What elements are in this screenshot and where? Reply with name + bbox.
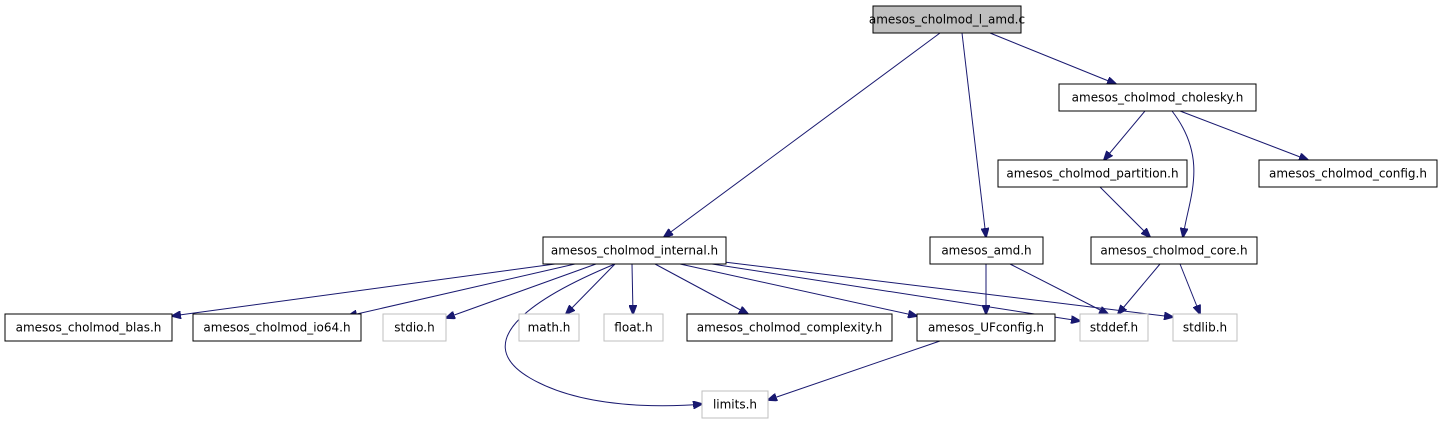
node-limits[interactable]: limits.h bbox=[701, 390, 769, 419]
node-label-blas: amesos_cholmod_blas.h bbox=[16, 321, 162, 335]
node-layer: amesos_cholmod_l_amd.c amesos_cholmod_cho… bbox=[4, 5, 1438, 419]
node-box-internal bbox=[542, 236, 727, 265]
edge-core-to-stdlib bbox=[1179, 263, 1200, 314]
edge-internal-to-float bbox=[632, 263, 633, 314]
node-label-ufconfig: amesos_UFconfig.h bbox=[928, 321, 1044, 335]
node-label-stdio: stdio.h bbox=[394, 321, 434, 335]
node-label-stddef: stddef.h bbox=[1090, 321, 1138, 335]
edge-amd-to-stddef bbox=[1009, 263, 1108, 314]
node-stddef[interactable]: stddef.h bbox=[1079, 313, 1149, 342]
node-internal[interactable]: amesos_cholmod_internal.h bbox=[542, 236, 727, 265]
node-math[interactable]: math.h bbox=[518, 313, 580, 342]
node-box-config bbox=[1258, 159, 1438, 188]
edge-core-to-stddef bbox=[1118, 263, 1161, 314]
edge-root-to-cholesky bbox=[989, 32, 1116, 84]
node-label-math: math.h bbox=[528, 321, 571, 335]
node-box-root bbox=[872, 5, 1022, 34]
node-label-io64: amesos_cholmod_io64.h bbox=[203, 321, 350, 335]
node-label-internal: amesos_cholmod_internal.h bbox=[551, 244, 718, 258]
node-root[interactable]: amesos_cholmod_l_amd.c bbox=[869, 5, 1025, 34]
node-stdlib[interactable]: stdlib.h bbox=[1172, 313, 1238, 342]
node-box-math bbox=[518, 313, 580, 342]
node-box-stdio bbox=[382, 313, 447, 342]
node-box-core bbox=[1090, 236, 1258, 265]
edge-root-to-internal bbox=[664, 32, 941, 237]
edge-layer bbox=[172, 32, 1308, 406]
edge-cholesky-to-config bbox=[1179, 110, 1308, 160]
edge-internal-to-stddef bbox=[711, 263, 1080, 321]
edge-internal-to-complexity bbox=[654, 263, 748, 314]
node-label-root: amesos_cholmod_l_amd.c bbox=[869, 13, 1025, 27]
node-box-amd bbox=[929, 236, 1044, 265]
node-core[interactable]: amesos_cholmod_core.h bbox=[1090, 236, 1258, 265]
edge-root-to-amd bbox=[961, 32, 986, 237]
node-box-stdlib bbox=[1172, 313, 1238, 342]
node-label-cholesky: amesos_cholmod_cholesky.h bbox=[1072, 91, 1244, 105]
node-stdio[interactable]: stdio.h bbox=[382, 313, 447, 342]
node-box-ufconfig bbox=[916, 313, 1056, 342]
edge-ufconfig-to-limits bbox=[768, 340, 941, 400]
node-blas[interactable]: amesos_cholmod_blas.h bbox=[4, 313, 173, 342]
edge-internal-to-stdlib bbox=[723, 261, 1173, 317]
node-box-complexity bbox=[686, 313, 893, 342]
edge-partition-to-core bbox=[1099, 186, 1150, 237]
node-box-stddef bbox=[1079, 313, 1149, 342]
node-label-partition: amesos_cholmod_partition.h bbox=[1006, 167, 1178, 181]
node-ufconfig[interactable]: amesos_UFconfig.h bbox=[916, 313, 1056, 342]
edge-internal-to-math bbox=[566, 263, 616, 314]
edge-internal-to-io64 bbox=[348, 263, 576, 316]
node-label-complexity: amesos_cholmod_complexity.h bbox=[697, 321, 883, 335]
node-box-partition bbox=[997, 159, 1188, 188]
node-label-core: amesos_cholmod_core.h bbox=[1100, 244, 1247, 258]
node-label-limits: limits.h bbox=[713, 398, 757, 412]
edge-internal-to-blas bbox=[172, 263, 556, 316]
node-config[interactable]: amesos_cholmod_config.h bbox=[1258, 159, 1438, 188]
node-label-amd: amesos_amd.h bbox=[941, 244, 1031, 258]
node-label-stdlib: stdlib.h bbox=[1183, 321, 1227, 335]
node-box-io64 bbox=[192, 313, 362, 342]
edge-cholesky-to-core bbox=[1171, 110, 1195, 237]
node-box-cholesky bbox=[1058, 83, 1257, 112]
node-partition[interactable]: amesos_cholmod_partition.h bbox=[997, 159, 1188, 188]
edge-internal-to-stdio bbox=[446, 263, 597, 318]
node-io64[interactable]: amesos_cholmod_io64.h bbox=[192, 313, 362, 342]
node-amd[interactable]: amesos_amd.h bbox=[929, 236, 1044, 265]
node-label-config: amesos_cholmod_config.h bbox=[1269, 167, 1427, 181]
edge-internal-to-ufconfig bbox=[679, 263, 917, 316]
edge-internal-to-limits bbox=[504, 263, 702, 406]
node-box-float bbox=[603, 313, 664, 342]
node-label-float: float.h bbox=[614, 321, 652, 335]
node-complexity[interactable]: amesos_cholmod_complexity.h bbox=[686, 313, 893, 342]
node-float[interactable]: float.h bbox=[603, 313, 664, 342]
node-box-limits bbox=[701, 390, 769, 419]
node-box-blas bbox=[4, 313, 173, 342]
node-cholesky[interactable]: amesos_cholmod_cholesky.h bbox=[1058, 83, 1257, 112]
edge-cholesky-to-partition bbox=[1104, 110, 1146, 160]
